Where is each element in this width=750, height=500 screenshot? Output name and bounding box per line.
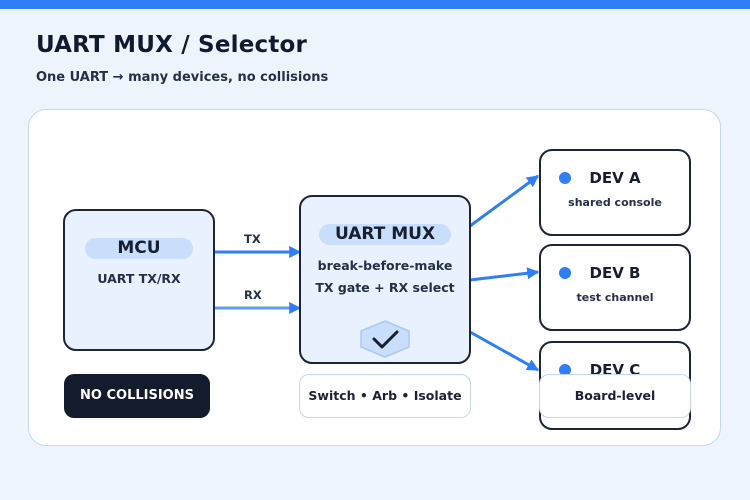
device-b-desc: test channel bbox=[576, 291, 654, 304]
mux-line-2: TX gate + RX select bbox=[315, 280, 455, 295]
page-title: UART MUX / Selector bbox=[36, 32, 308, 58]
page-subtitle: One UART → many devices, no collisions bbox=[36, 70, 329, 85]
device-b-name: DEV B bbox=[589, 264, 641, 282]
mcu-title: MCU bbox=[85, 238, 193, 259]
device-b-node: DEV B test channel bbox=[539, 244, 691, 331]
status-dot bbox=[559, 364, 571, 376]
device-a-node: DEV A shared console bbox=[539, 149, 691, 236]
mux-features-tag: Switch • Arb • Isolate bbox=[299, 374, 471, 418]
mcu-text: UART TX/RX bbox=[97, 271, 181, 286]
device-a-desc: shared console bbox=[568, 196, 662, 209]
mcu-node: MCU UART TX/RX bbox=[63, 209, 215, 351]
status-dot bbox=[559, 267, 571, 279]
top-accent-bar bbox=[0, 0, 750, 9]
shield-check-icon bbox=[360, 320, 410, 358]
device-a-name: DEV A bbox=[589, 169, 641, 187]
mux-line-1: break-before-make bbox=[317, 258, 453, 273]
no-collisions-badge: NO COLLISIONS bbox=[64, 374, 210, 418]
status-dot bbox=[559, 172, 571, 184]
rx-label: RX bbox=[244, 288, 262, 302]
uart-mux-node: UART MUX break-before-make TX gate + RX … bbox=[299, 195, 471, 364]
mux-title: UART MUX bbox=[319, 224, 451, 245]
tx-label: TX bbox=[244, 232, 261, 246]
board-level-tag: Board-level bbox=[539, 374, 691, 418]
